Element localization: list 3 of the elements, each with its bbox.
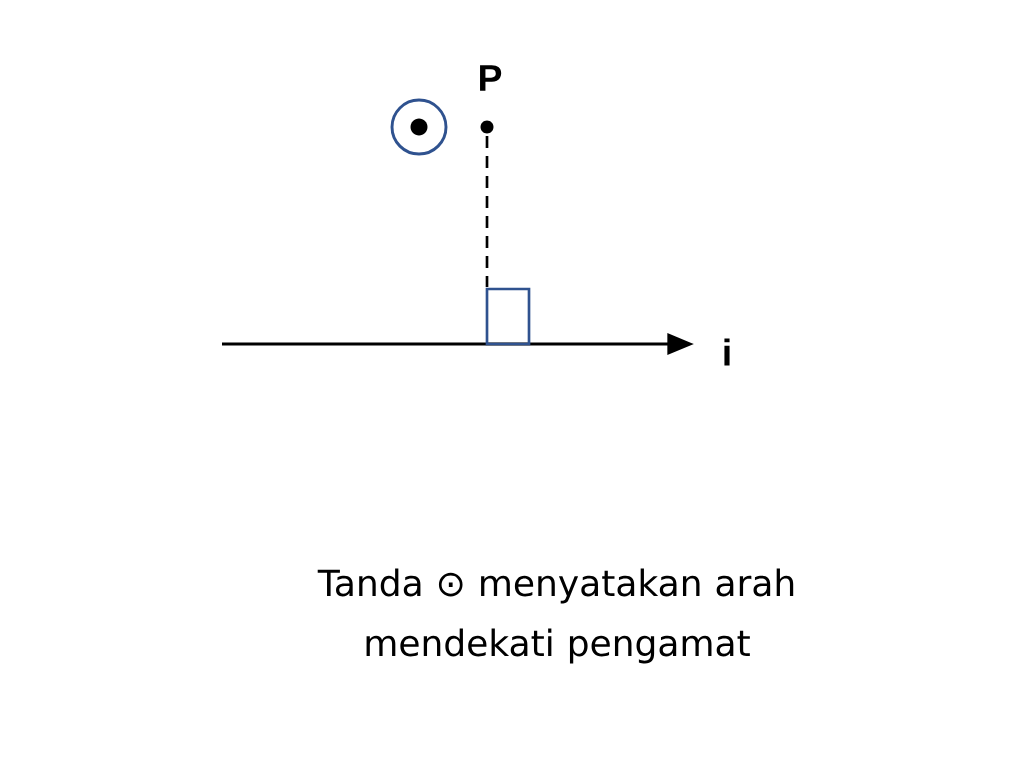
point-label: P (480, 65, 502, 91)
point-label: i (724, 338, 730, 366)
caption: Tanda ⊙ menyatakan arah mendekati pengamat (317, 568, 794, 664)
